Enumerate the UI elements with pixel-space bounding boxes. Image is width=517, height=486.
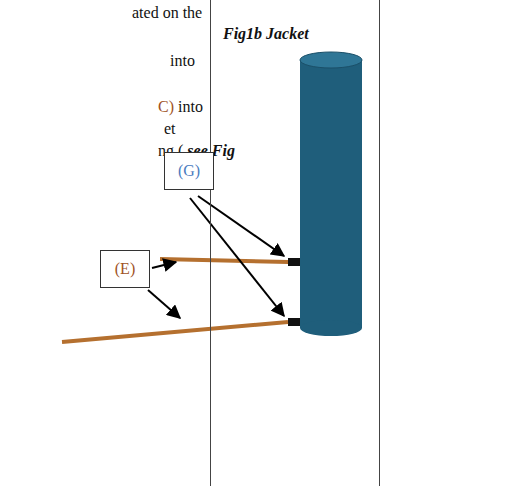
leader-arrow (152, 262, 176, 268)
tube-line (160, 259, 288, 262)
leader-arrow (190, 198, 284, 316)
text-fragment: into (170, 52, 195, 70)
jacket-cylinder (300, 52, 362, 336)
port-connector (288, 318, 300, 326)
leader-arrow (148, 290, 180, 318)
text-fragment: into (178, 98, 203, 116)
callout-box: (E) (100, 250, 150, 288)
callout-label: (E) (115, 260, 135, 278)
callout-box: (G) (164, 152, 214, 190)
text-fragment: C) (158, 98, 174, 116)
tube-line (62, 322, 288, 342)
text-fragment: et (164, 120, 176, 138)
figure-frame: Fig1b Jacket (210, 0, 380, 486)
figure-title: Fig1b Jacket (223, 25, 309, 43)
text-fragment: ated on the (132, 4, 202, 22)
callout-label: (G) (178, 162, 200, 180)
port-connector (288, 258, 300, 266)
